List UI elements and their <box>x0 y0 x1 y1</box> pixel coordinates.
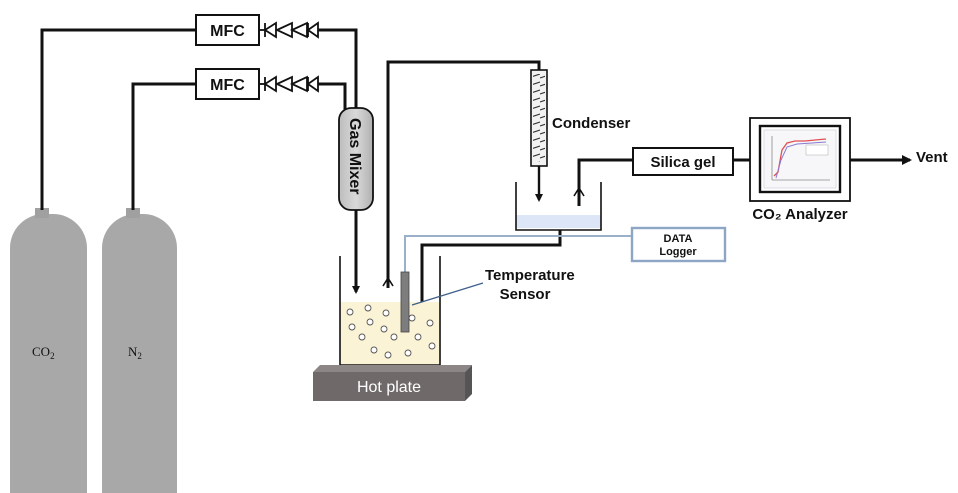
mixer-inlet-lines <box>318 28 358 112</box>
temperature-probe <box>400 271 410 333</box>
data-logger-line2: Logger <box>659 246 697 258</box>
mfc-bottom-label: MFC <box>210 77 245 94</box>
gas-mixer-label: Gas Mixer <box>346 118 363 194</box>
co2-cylinder: CO2 <box>10 208 87 493</box>
svg-text:N2: N2 <box>128 344 142 361</box>
hot-plate-label: Hot plate <box>357 379 421 396</box>
temp-sensor-leader-line <box>411 282 484 306</box>
gas-bubbles <box>346 304 436 359</box>
co2-cylinder-subscript: 2 <box>50 351 55 361</box>
n2-cylinder-subscript: 2 <box>137 351 142 361</box>
gas-mixer: Gas Mixer <box>338 107 374 211</box>
analyzer-screen-plot <box>763 129 837 189</box>
cylinder-gas-lines <box>40 28 196 210</box>
sensor-to-logger-wire <box>404 235 633 272</box>
mfc-bottom: MFC <box>195 68 260 100</box>
trap-outlet-arrow <box>573 187 585 197</box>
svg-text:CO2: CO2 <box>32 344 55 361</box>
trap-to-reactor-line <box>418 230 562 350</box>
co2-cylinder-label: CO <box>32 344 50 359</box>
valve-symbols-top <box>259 21 319 39</box>
n2-cylinder: N2 <box>102 208 177 493</box>
n2-cylinder-label: N <box>128 344 138 359</box>
mfc-top-label: MFC <box>210 23 245 40</box>
reactor-beaker <box>339 256 441 366</box>
condenser: Condenser <box>530 69 631 167</box>
data-logger: DATA Logger <box>630 226 727 263</box>
co2-analyzer-label: CO₂ Analyzer <box>752 206 847 223</box>
hot-plate: Hot plate <box>313 365 472 401</box>
reactor-outlet-arrow <box>382 277 394 287</box>
temp-sensor-label-line2: Sensor <box>500 286 551 303</box>
temp-sensor-label-line1: Temperature <box>485 267 575 284</box>
condensate-trap <box>515 182 602 231</box>
valve-symbols-bottom <box>259 75 319 93</box>
co2-analyzer: CO₂ Analyzer <box>749 117 851 223</box>
silica-gel-column: Silica gel <box>632 147 734 176</box>
mfc-top: MFC <box>195 14 260 46</box>
reactor-to-condenser-line <box>386 60 541 288</box>
trap-outlet-line <box>577 158 633 206</box>
data-logger-line1: DATA <box>664 233 693 245</box>
silica-gel-label: Silica gel <box>650 154 715 171</box>
vent-label: Vent <box>916 149 948 166</box>
condenser-label: Condenser <box>552 115 631 132</box>
